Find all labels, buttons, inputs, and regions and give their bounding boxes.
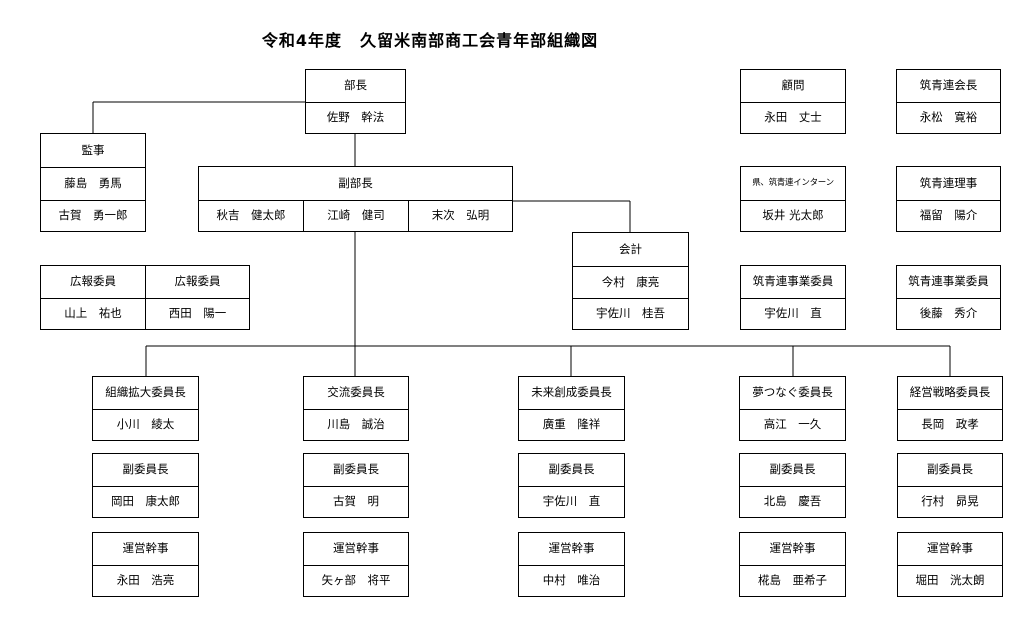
- committee-3-vice-box: 副委員長宇佐川 直: [518, 453, 625, 518]
- committee-3-chair-box: 未来創成委員長廣重 隆祥: [518, 376, 625, 441]
- chikusei-riji-role: 筑青連理事: [919, 175, 978, 190]
- committee-4-chair-box: 夢つなぐ委員長高江 一久: [739, 376, 846, 441]
- komon-box: 顧問 永田 丈士: [740, 69, 846, 134]
- committee-3-vice-role: 副委員長: [548, 462, 595, 477]
- committee-5-vice-box: 副委員長行村 昴晃: [897, 453, 1003, 518]
- chikusei-jigyo-name-2: 後藤 秀介: [897, 298, 1000, 329]
- committee-1-vice-box: 副委員長岡田 康太郎: [92, 453, 199, 518]
- committee-5-chair-name: 長岡 政孝: [898, 409, 1002, 440]
- chikusei-jigyo-name-1: 宇佐川 直: [741, 298, 845, 329]
- fukubucho-role: 副部長: [338, 175, 373, 190]
- committee-1-chair-role: 組織拡大委員長: [105, 385, 186, 400]
- committee-5-staff-box: 運営幹事堀田 洸太朗: [897, 532, 1003, 597]
- chikusei-riji-name: 福留 陽介: [897, 200, 1000, 231]
- committee-4-chair-name: 高江 一久: [740, 409, 845, 440]
- committee-1-chair-name: 小川 綾太: [93, 409, 198, 440]
- title-year: 令和4年度: [261, 31, 343, 50]
- committee-4-staff-role: 運営幹事: [769, 541, 816, 556]
- intern-box: 県、筑青連インターン 坂井 光太郎: [740, 166, 846, 232]
- committee-1-staff-role: 運営幹事: [122, 541, 169, 556]
- committee-2-vice-name: 古賀 明: [304, 486, 408, 517]
- committee-4-chair-role: 夢つなぐ委員長: [752, 385, 833, 400]
- kaikei-role: 会計: [619, 241, 642, 256]
- fukubucho-name-1: 秋吉 健太郎: [199, 200, 303, 231]
- intern-name: 坂井 光太郎: [741, 200, 845, 231]
- committee-5-vice-name: 行村 昴晃: [898, 486, 1002, 517]
- komon-role: 顧問: [781, 78, 805, 93]
- kaikei-name-2: 宇佐川 桂吾: [573, 298, 688, 329]
- kanji-box: 監事 藤島 勇馬 古賀 勇一郎: [40, 133, 146, 232]
- committee-4-vice-box: 副委員長北島 慶吾: [739, 453, 846, 518]
- chikusei-riji-box: 筑青連理事 福留 陽介: [896, 166, 1001, 232]
- kaikei-box: 会計 今村 康亮 宇佐川 桂吾: [572, 232, 689, 330]
- committee-1-vice-role: 副委員長: [122, 462, 169, 477]
- chikusei-jigyo-role-1: 筑青連事業委員: [752, 274, 834, 289]
- bucho-role: 部長: [344, 78, 367, 93]
- committee-1-vice-name: 岡田 康太郎: [93, 486, 198, 517]
- committee-2-chair-name: 川島 誠治: [304, 409, 408, 440]
- chikusei-jigyo-role-2: 筑青連事業委員: [908, 274, 989, 289]
- committee-5-chair-box: 経営戦略委員長長岡 政孝: [897, 376, 1003, 441]
- committee-4-vice-role: 副委員長: [769, 462, 816, 477]
- chart-title: 令和4年度久留米南部商工会青年部組織図: [0, 27, 860, 51]
- committee-2-staff-name: 矢ヶ部 将平: [304, 565, 408, 596]
- committee-3-chair-name: 廣重 隆祥: [519, 409, 624, 440]
- committee-1-chair-box: 組織拡大委員長小川 綾太: [92, 376, 199, 441]
- committee-4-staff-box: 運営幹事椛島 亜希子: [739, 532, 846, 597]
- committee-3-vice-name: 宇佐川 直: [519, 486, 624, 517]
- committee-2-staff-box: 運営幹事矢ヶ部 将平: [303, 532, 409, 597]
- kaikei-name-1: 今村 康亮: [573, 266, 688, 298]
- bucho-box: 部長 佐野 幹法: [305, 69, 406, 134]
- koho-name-1: 山上 祐也: [41, 298, 145, 329]
- komon-name: 永田 丈士: [741, 102, 845, 133]
- committee-5-staff-name: 堀田 洸太朗: [898, 565, 1002, 596]
- chikusei-kaicho-name: 永松 寛裕: [897, 102, 1000, 133]
- title-org: 久留米南部商工会青年部組織図: [360, 31, 599, 50]
- committee-2-chair-box: 交流委員長川島 誠治: [303, 376, 409, 441]
- chikusei-jigyo-box-1: 筑青連事業委員 宇佐川 直: [740, 265, 846, 330]
- kanji-name-2: 古賀 勇一郎: [41, 200, 145, 231]
- committee-3-staff-box: 運営幹事中村 唯治: [518, 532, 625, 597]
- fukubucho-name-3: 末次 弘明: [408, 200, 512, 231]
- intern-role: 県、筑青連インターン: [752, 178, 834, 189]
- koho-role-2: 広報委員: [145, 266, 249, 298]
- chikusei-kaicho-role: 筑青連会長: [919, 78, 978, 93]
- committee-5-staff-role: 運営幹事: [927, 541, 973, 556]
- chikusei-jigyo-box-2: 筑青連事業委員 後藤 秀介: [896, 265, 1001, 330]
- koho-name-2: 西田 陽一: [145, 298, 249, 329]
- committee-3-staff-role: 運営幹事: [548, 541, 595, 556]
- committee-4-staff-name: 椛島 亜希子: [740, 565, 845, 596]
- committee-2-vice-box: 副委員長古賀 明: [303, 453, 409, 518]
- kanji-name-1: 藤島 勇馬: [41, 167, 145, 200]
- committee-4-vice-name: 北島 慶吾: [740, 486, 845, 517]
- committee-3-staff-name: 中村 唯治: [519, 565, 624, 596]
- fukubucho-name-2: 江崎 健司: [303, 200, 408, 231]
- committee-3-chair-role: 未来創成委員長: [531, 385, 612, 400]
- committee-5-vice-role: 副委員長: [927, 462, 973, 477]
- committee-1-staff-box: 運営幹事永田 浩亮: [92, 532, 199, 597]
- committee-2-chair-role: 交流委員長: [327, 385, 385, 400]
- koho-role-1: 広報委員: [70, 274, 116, 289]
- koho-box: 広報委員 広報委員 山上 祐也 西田 陽一: [40, 265, 250, 330]
- bucho-name: 佐野 幹法: [306, 102, 405, 133]
- committee-1-staff-name: 永田 浩亮: [93, 565, 198, 596]
- kanji-role: 監事: [81, 142, 105, 157]
- chikusei-kaicho-box: 筑青連会長 永松 寛裕: [896, 69, 1001, 134]
- committee-2-vice-role: 副委員長: [333, 462, 379, 477]
- fukubucho-box: 副部長 秋吉 健太郎 江崎 健司 末次 弘明: [198, 166, 513, 232]
- committee-5-chair-role: 経営戦略委員長: [909, 385, 991, 400]
- committee-2-staff-role: 運営幹事: [333, 541, 379, 556]
